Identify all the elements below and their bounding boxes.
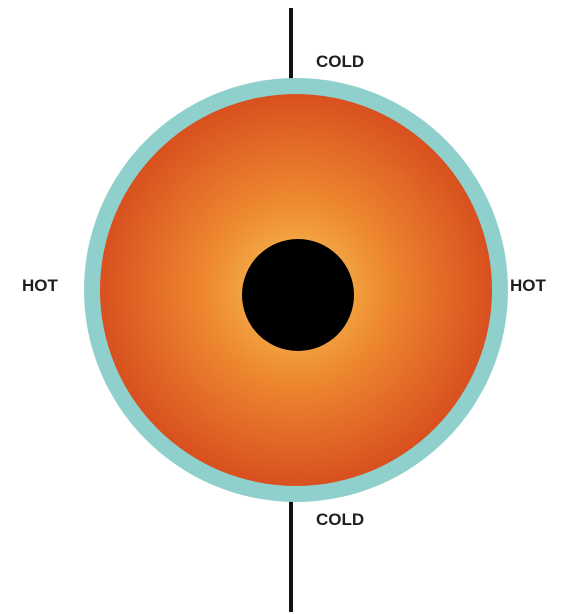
label-top-cold: COLD bbox=[316, 52, 364, 71]
label-bottom-cold: COLD bbox=[316, 510, 364, 529]
label-right-hot: HOT bbox=[510, 276, 547, 295]
label-left-hot: HOT bbox=[22, 276, 59, 295]
dark-core bbox=[242, 239, 354, 351]
